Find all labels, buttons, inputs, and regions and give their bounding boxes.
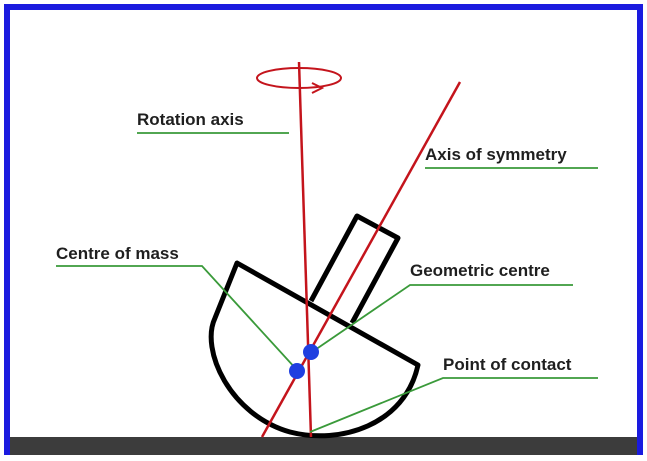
- geometric-centre-point: [303, 344, 319, 360]
- frame-border: [4, 4, 643, 455]
- geometric-centre-leader: [311, 284, 573, 353]
- rotation-axis-line: [297, 61, 313, 438]
- top-base-shape: [208, 260, 421, 439]
- centre-of-mass-leader: [56, 265, 298, 371]
- geometric-centre-label: Geometric centre: [410, 261, 550, 280]
- point-of-contact-leader: [309, 377, 598, 433]
- top-stem-shape: [308, 213, 401, 325]
- axis-of-symmetry-label: Axis of symmetry: [425, 145, 567, 164]
- rotation-arrow-head: [311, 82, 325, 94]
- centre-of-mass-point: [289, 363, 305, 379]
- spinning-top-body: [208, 213, 421, 439]
- centre-of-mass-label: Centre of mass: [56, 244, 179, 263]
- rotation-arrow: [256, 67, 342, 89]
- ground: [10, 437, 637, 455]
- point-of-contact-label: Point of contact: [443, 355, 572, 374]
- rotation-axis-label: Rotation axis: [137, 110, 244, 129]
